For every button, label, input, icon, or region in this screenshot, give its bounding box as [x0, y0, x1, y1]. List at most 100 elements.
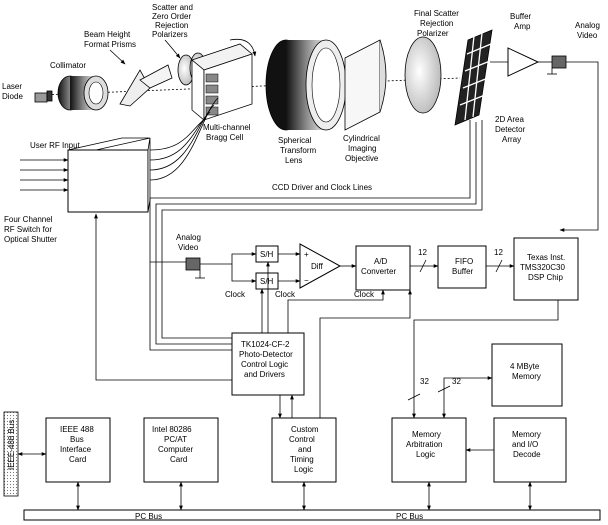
- memory-4mb: [491, 343, 563, 407]
- clock-1-label: Clock: [225, 290, 246, 299]
- dsp-label-1: Texas Inst.: [527, 253, 565, 262]
- diff-amp: [299, 243, 342, 289]
- spherical-label-1: Spherical: [278, 136, 312, 145]
- diff-label: Diff: [311, 262, 324, 271]
- analog-video-label-1: Analog: [176, 233, 201, 242]
- photodetector-control: [231, 332, 305, 396]
- collimator-label: Collimator: [50, 61, 86, 70]
- adc-label-1: A/D: [374, 257, 388, 266]
- custom-control-timing: [271, 417, 337, 483]
- diff-minus: −: [304, 276, 309, 285]
- detector-array: [454, 29, 493, 126]
- pd-label-1: TK1024-CF-2: [241, 340, 290, 349]
- detector-label-1: 2D Area: [495, 115, 524, 124]
- arb-label-3: Logic: [416, 450, 435, 459]
- spherical-label-2: Transform: [280, 146, 316, 155]
- buffer-amp: [507, 47, 540, 77]
- detector-label-3: Array: [502, 135, 521, 144]
- cyl-label-1: Cylindrical: [343, 134, 380, 143]
- analog-video-top-2: Video: [577, 31, 598, 40]
- video-connector-top: [547, 55, 567, 75]
- buffer-amp-label-1: Buffer: [510, 12, 532, 21]
- spherical-label-3: Lens: [285, 156, 302, 165]
- pc-bus-right-label: PC Bus: [396, 512, 423, 521]
- laser-diode: [34, 90, 53, 103]
- buffer-amp-label-2: Amp: [514, 22, 531, 31]
- polarizers-label-4: Polarizers: [152, 30, 188, 39]
- dsp-chip: [513, 237, 579, 301]
- ieee-card-label-2: Bus: [70, 435, 84, 444]
- rf-switch-label-3: Optical Shutter: [4, 235, 57, 244]
- fifo-label-2: Buffer: [452, 267, 474, 276]
- spherical-lens: [265, 39, 347, 131]
- mem4-label-1: 4 MByte: [510, 362, 540, 371]
- clock-2-label: Clock: [275, 290, 296, 299]
- fifo-label-1: FIFO: [455, 257, 473, 266]
- ieee-card-label-1: IEEE 488: [60, 425, 94, 434]
- intel-label-4: Card: [170, 455, 187, 464]
- custom-label-5: Logic: [294, 465, 313, 474]
- collimator: [57, 75, 109, 111]
- clock-3-label: Clock: [354, 290, 375, 299]
- ieee-bus-label: IEEE-488 Bus: [7, 420, 16, 470]
- ieee-card-label-4: Card: [69, 455, 86, 464]
- prisms-label-1: Beam Height: [84, 30, 131, 39]
- video-connector-mid: [185, 257, 205, 279]
- final-pol-label-3: Polarizer: [417, 29, 449, 38]
- rf-switch-box: [67, 137, 151, 213]
- custom-label-1: Custom: [291, 425, 319, 434]
- analog-video-top-1: Analog: [575, 21, 600, 30]
- final-pol-label-2: Rejection: [420, 19, 453, 28]
- laser-label-1: Laser: [2, 82, 22, 91]
- final-pol-label-1: Final Scatter: [414, 9, 459, 18]
- dsp-label-2: TMS320C30: [520, 263, 565, 272]
- arb-label-2: Arbitration: [406, 440, 442, 449]
- custom-label-2: Control: [289, 435, 315, 444]
- bragg-label-1: Multi-channel: [203, 123, 251, 132]
- io-decode: [493, 417, 567, 483]
- beam-prisms: [119, 64, 173, 107]
- final-polarizer: [404, 36, 442, 114]
- prisms-label-2: Format Prisms: [84, 40, 136, 49]
- polarizers-label-3: Rejection: [155, 21, 188, 30]
- pc-bus: [23, 509, 601, 521]
- dsp-label-3: DSP Chip: [528, 273, 564, 282]
- polarizers-label-2: Zero Order: [152, 12, 191, 21]
- io-label-2: and I/O: [512, 440, 538, 449]
- bus-32b-label: 32: [452, 377, 461, 386]
- fifo-buffer: [437, 245, 487, 289]
- custom-label-3: and: [298, 445, 311, 454]
- ccd-driver-label: CCD Driver and Clock Lines: [272, 183, 372, 192]
- intel-label-2: PC/AT: [164, 435, 187, 444]
- arb-label-1: Memory: [412, 430, 441, 439]
- sh-2-label: S/H: [260, 277, 274, 286]
- diff-plus: +: [304, 250, 309, 259]
- rf-switch-label-2: RF Switch for: [4, 225, 52, 234]
- intel-computer-card: [143, 417, 219, 483]
- adc-label-2: Converter: [361, 267, 396, 276]
- bus-12b-label: 12: [494, 248, 503, 257]
- pd-label-4: and Drivers: [244, 370, 285, 379]
- intel-label-1: Intel 80286: [152, 425, 192, 434]
- laser-label-2: Diode: [2, 92, 23, 101]
- analog-video-label-2: Video: [178, 243, 199, 252]
- custom-label-4: Timing: [290, 455, 314, 464]
- pd-label-2: Photo-Detector: [239, 350, 293, 359]
- cylindrical-objective: [344, 39, 387, 131]
- io-label-1: Memory: [512, 430, 541, 439]
- sh-1-label: S/H: [260, 250, 274, 259]
- ieee-card-label-3: Interface: [60, 445, 92, 454]
- detector-label-2: Detector: [495, 125, 526, 134]
- bragg-cell: [191, 43, 253, 121]
- ad-converter: [355, 245, 411, 291]
- mem4-label-2: Memory: [512, 372, 541, 381]
- polarizers-label-1: Scatter and: [152, 3, 193, 12]
- user-rf-label: User RF Input: [30, 141, 81, 150]
- pc-bus-left-label: PC Bus: [135, 512, 162, 521]
- bragg-label-2: Bragg Cell: [206, 133, 244, 142]
- rf-switch-label-1: Four Channel: [4, 215, 53, 224]
- bus-32a-label: 32: [420, 377, 429, 386]
- pd-label-3: Control Logic: [241, 360, 288, 369]
- cyl-label-3: Objective: [345, 154, 379, 163]
